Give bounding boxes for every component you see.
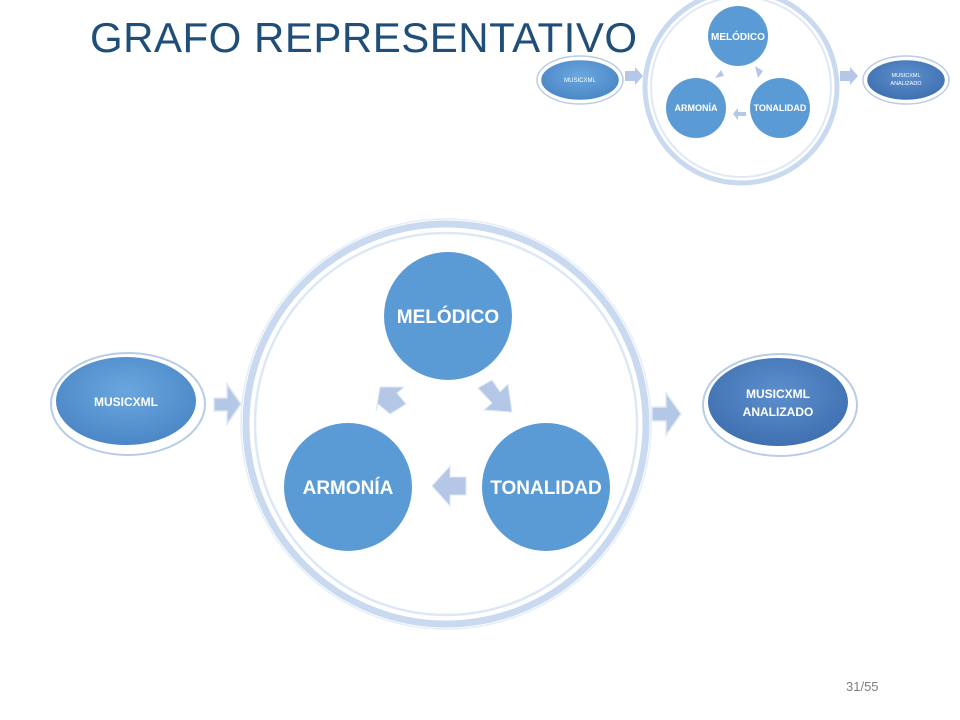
thumbnail-node-melodico (708, 6, 768, 66)
arrow-tonalidad-to-armonia (431, 464, 467, 508)
thumbnail-diagram: MUSICXML MELÓDICO TONALIDAD ARMONÍA MUSI… (536, 0, 950, 186)
node-armonia-label: ARMONÍA (303, 477, 394, 499)
thumbnail-input-label: MUSICXML (564, 78, 596, 84)
thumbnail-node-tonalidad-label: TONALIDAD (754, 103, 807, 113)
arrow-melodico-to-tonalidad (477, 379, 513, 413)
arrow-armonia-to-melodico (375, 386, 407, 415)
main-diagram: MUSICXML MUSICXML ANALIZADO MELÓDICO TON… (50, 218, 858, 630)
thumbnail-output-node (864, 57, 948, 103)
node-armonia (284, 423, 412, 551)
thumbnail-node-melodico-label: MELÓDICO (711, 30, 765, 43)
thumbnail-output-label-2: ANALIZADO (890, 81, 922, 87)
output-arrow (651, 390, 682, 438)
thumbnail-arrow-1 (755, 66, 763, 78)
slide-title: GRAFO REPRESENTATIVO (90, 14, 638, 61)
thumbnail-input-node (538, 57, 622, 103)
page-number: 31/55 (846, 679, 879, 694)
node-melodico (384, 252, 512, 380)
thumbnail-arrow-2 (733, 108, 746, 120)
node-tonalidad (482, 423, 610, 551)
thumbnail-node-tonalidad (750, 78, 810, 138)
output-node-label-line2: ANALIZADO (743, 405, 814, 419)
input-node-label: MUSICXML (94, 395, 158, 409)
node-melodico-label: MELÓDICO (397, 306, 499, 328)
input-arrow (213, 381, 242, 427)
node-tonalidad-label: TONALIDAD (490, 478, 602, 499)
thumbnail-arrow-3 (715, 70, 724, 78)
thumbnail-node-armonia-label: ARMONÍA (675, 103, 718, 113)
thumbnail-node-armonia (666, 78, 726, 138)
output-node-label-line1: MUSICXML (746, 387, 810, 401)
output-node (704, 354, 852, 450)
thumbnail-output-arrow (840, 67, 858, 85)
thumbnail-input-arrow (625, 67, 643, 85)
input-node (52, 353, 200, 449)
thumbnail-output-label-1: MUSICXML (891, 73, 920, 79)
